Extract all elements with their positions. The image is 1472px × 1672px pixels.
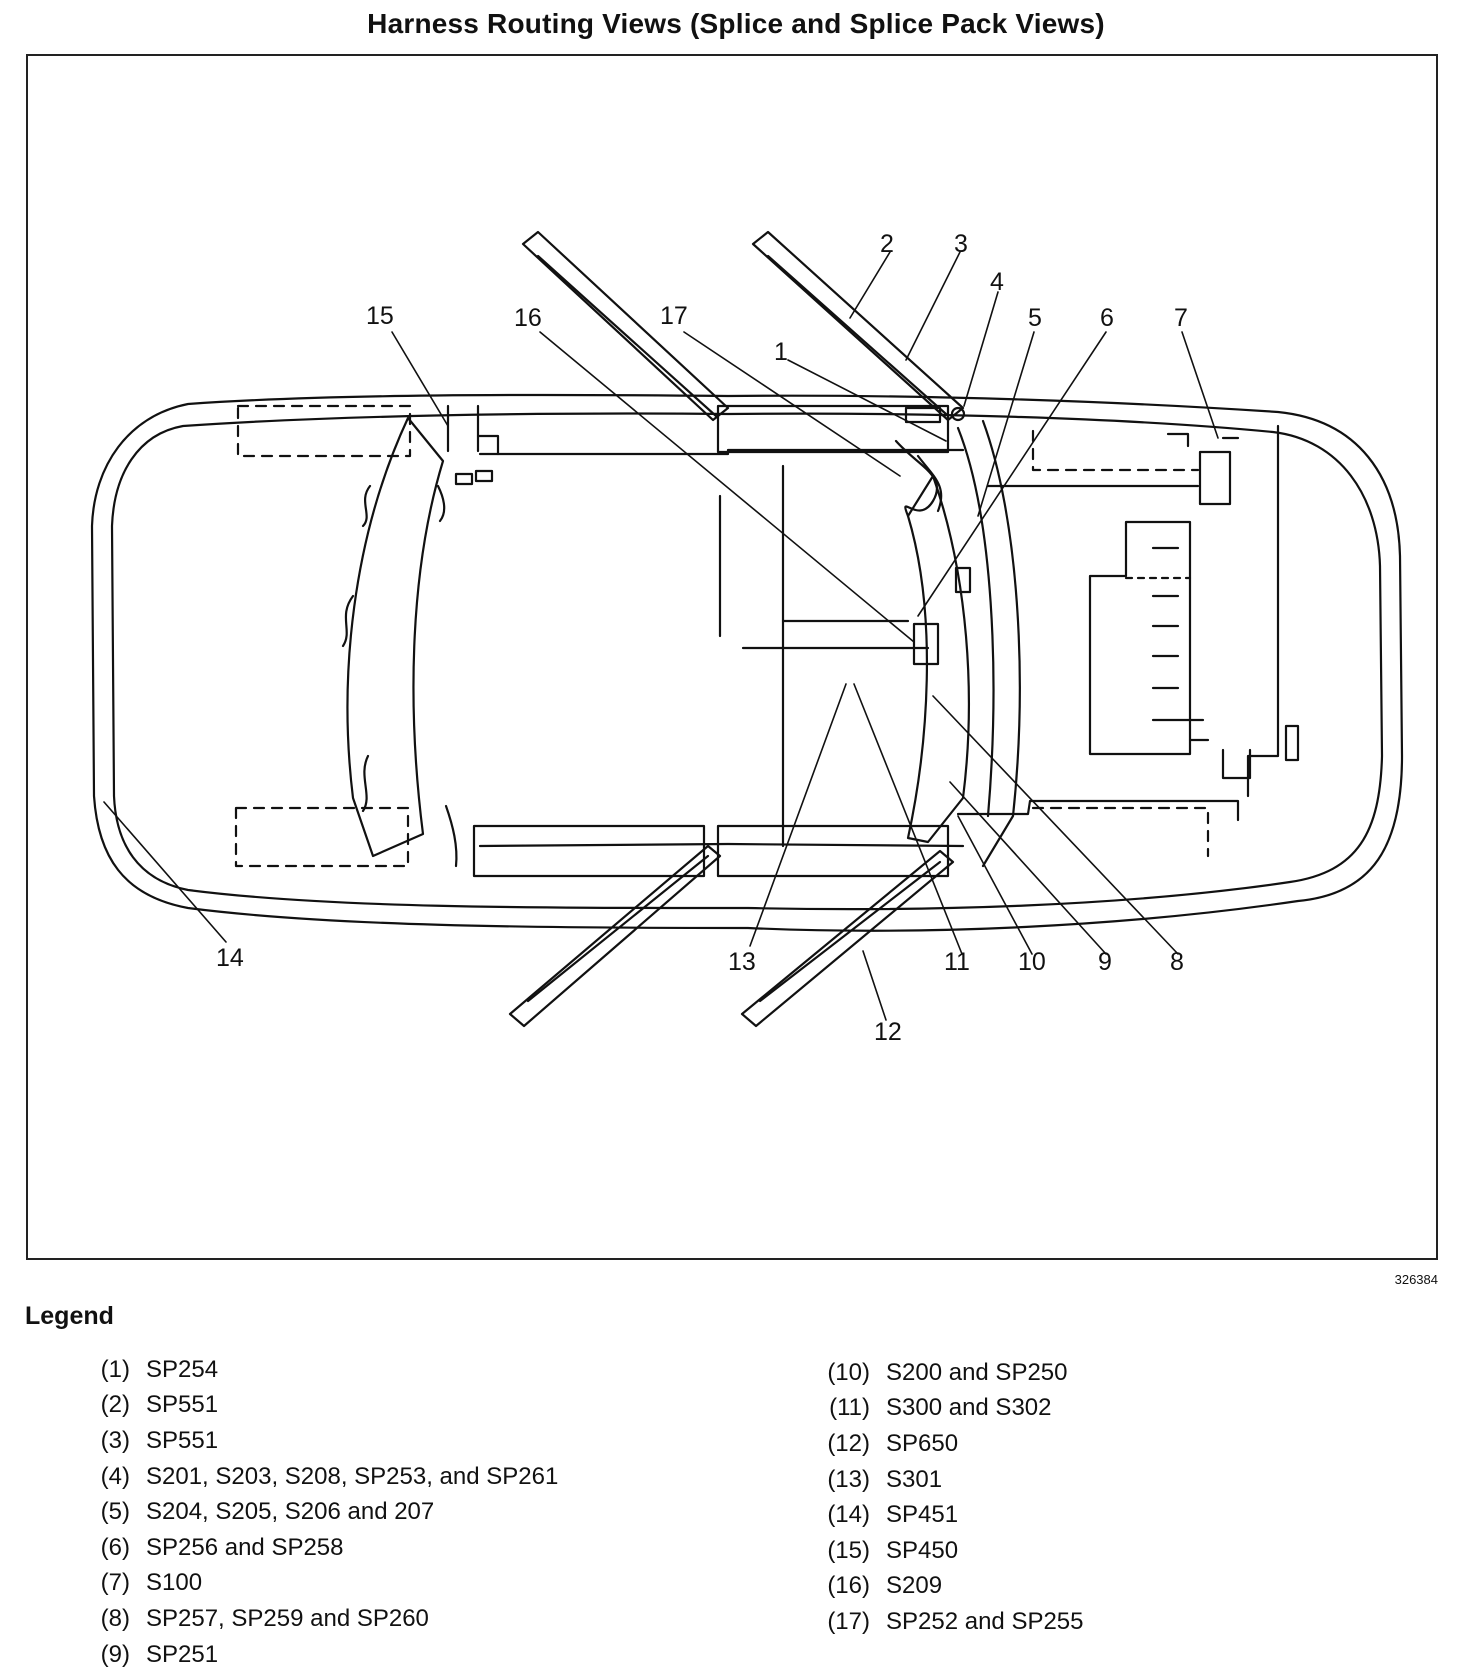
legend-item: (4) S201, S203, S208, SP253, and SP261 xyxy=(88,1459,559,1495)
legend-number: (7) xyxy=(100,1569,130,1597)
legend-text: S200 and SP250 xyxy=(886,1358,1068,1386)
legend-text: S204, S205, S206 and 207 xyxy=(146,1498,435,1526)
diagram-frame: 1 2 3 4 5 6 7 8 9 10 11 12 13 14 15 16 1… xyxy=(26,54,1438,1260)
legend-number: (15) xyxy=(827,1536,870,1564)
legend-text: S300 and S302 xyxy=(886,1394,1052,1422)
legend-item: (11) S300 and S302 xyxy=(810,1391,1084,1427)
callout-11: 11 xyxy=(944,948,970,976)
engine-block xyxy=(1088,520,1192,756)
legend-text: S209 xyxy=(886,1572,943,1600)
legend-item: (7) S100 xyxy=(88,1566,558,1602)
callout-8: 8 xyxy=(1170,948,1184,976)
callout-2: 2 xyxy=(880,230,894,258)
callout-leader-lines xyxy=(103,251,1219,1021)
legend-text: SP256 and SP258 xyxy=(146,1533,344,1561)
legend-number: (13) xyxy=(827,1465,870,1493)
legend-number: (9) xyxy=(100,1640,130,1668)
legend-item: (13) S301 xyxy=(810,1462,1084,1498)
callout-5: 5 xyxy=(1028,304,1042,332)
legend-text: SP450 xyxy=(886,1536,959,1564)
legend-number: (3) xyxy=(100,1426,130,1454)
interior-harness-bottom xyxy=(478,842,965,848)
legend-text: SP254 xyxy=(146,1355,219,1383)
legend-number: (17) xyxy=(827,1607,870,1635)
legend-number: (2) xyxy=(100,1391,130,1419)
legend-text: SP451 xyxy=(886,1501,959,1529)
callout-6: 6 xyxy=(1100,304,1114,332)
front-left-door-open xyxy=(751,230,965,422)
legend-item: (8) SP257, SP259 and SP260 xyxy=(88,1601,558,1637)
legend-item: (6) SP256 and SP258 xyxy=(88,1530,558,1566)
legend-text: S201, S203, S208, SP253, and SP261 xyxy=(146,1462,559,1490)
callout-13: 13 xyxy=(728,948,756,976)
legend-column-left: (1) SP254 (2) SP551 (3) SP551 (4) S201, S203… xyxy=(88,1352,559,1672)
legend-text: SP252 and SP255 xyxy=(886,1607,1084,1635)
legend-item: (12) SP650 xyxy=(810,1426,1084,1462)
legend-text: SP257, SP259 and SP260 xyxy=(146,1604,429,1632)
legend-item: (17) SP252 and SP255 xyxy=(810,1604,1084,1640)
legend-item: (9) SP251 xyxy=(88,1637,558,1672)
legend-text: S301 xyxy=(886,1465,943,1493)
callout-1: 1 xyxy=(774,338,788,366)
legend-item: (2) SP551 xyxy=(88,1388,558,1424)
legend-number: (1) xyxy=(100,1355,130,1383)
legend-text: SP251 xyxy=(146,1640,219,1668)
legend-item: (16) S209 xyxy=(810,1569,1084,1605)
rear-right-door-open xyxy=(508,844,722,1028)
callout-4: 4 xyxy=(990,268,1004,296)
callout-labels: 1 2 3 4 5 6 7 8 9 10 11 12 13 14 15 16 1… xyxy=(216,230,1188,1046)
figure-id: 326384 xyxy=(1394,1272,1438,1287)
rear-window xyxy=(346,416,445,858)
rear-left-door-open xyxy=(521,230,730,422)
callout-16: 16 xyxy=(514,304,542,332)
legend-number: (4) xyxy=(100,1462,130,1490)
callout-10: 10 xyxy=(1018,948,1046,976)
legend-number: (16) xyxy=(827,1572,870,1600)
callout-3: 3 xyxy=(954,230,968,258)
vehicle-body-outline xyxy=(90,393,1404,932)
callout-14: 14 xyxy=(216,944,244,972)
legend-item: (14) SP451 xyxy=(810,1497,1084,1533)
legend-item: (5) S204, S205, S206 and 207 xyxy=(88,1494,558,1530)
diagram-title: Harness Routing Views (Splice and Splice… xyxy=(367,8,1105,39)
legend-text: S100 xyxy=(146,1569,203,1597)
legend-number: (6) xyxy=(100,1533,130,1561)
legend-item: (15) SP450 xyxy=(810,1533,1084,1569)
legend-item: (3) SP551 xyxy=(88,1423,558,1459)
legend-number: (10) xyxy=(827,1358,870,1386)
legend-number: (11) xyxy=(829,1394,870,1422)
legend-number: (8) xyxy=(100,1604,130,1632)
vehicle-body-inner-outline xyxy=(110,412,1384,911)
legend-text: SP551 xyxy=(146,1391,219,1419)
legend-number: (14) xyxy=(827,1501,870,1529)
legend-item: (1) SP254 xyxy=(88,1352,558,1388)
dash-line-inner xyxy=(956,426,995,818)
legend-number: (12) xyxy=(827,1429,870,1457)
legend-column-right: (10) S200 and SP250 (11) S300 and S302 (12… xyxy=(810,1355,1084,1640)
callout-17: 17 xyxy=(660,302,688,330)
callout-7: 7 xyxy=(1174,304,1188,332)
legend-item: (10) S200 and SP250 xyxy=(810,1355,1084,1391)
dash-line xyxy=(981,419,1021,868)
windshield xyxy=(906,474,970,844)
legend-number: (5) xyxy=(100,1498,130,1526)
vehicle-harness-drawing: 1 2 3 4 5 6 7 8 9 10 11 12 13 14 15 16 1… xyxy=(90,230,1404,1046)
legend-title: Legend xyxy=(25,1302,114,1330)
callout-15: 15 xyxy=(366,302,394,330)
front-right-door-open xyxy=(740,849,955,1028)
legend-text: SP650 xyxy=(886,1429,959,1457)
callout-12: 12 xyxy=(874,1018,902,1046)
callout-9: 9 xyxy=(1098,948,1112,976)
legend-text: SP551 xyxy=(146,1426,219,1454)
